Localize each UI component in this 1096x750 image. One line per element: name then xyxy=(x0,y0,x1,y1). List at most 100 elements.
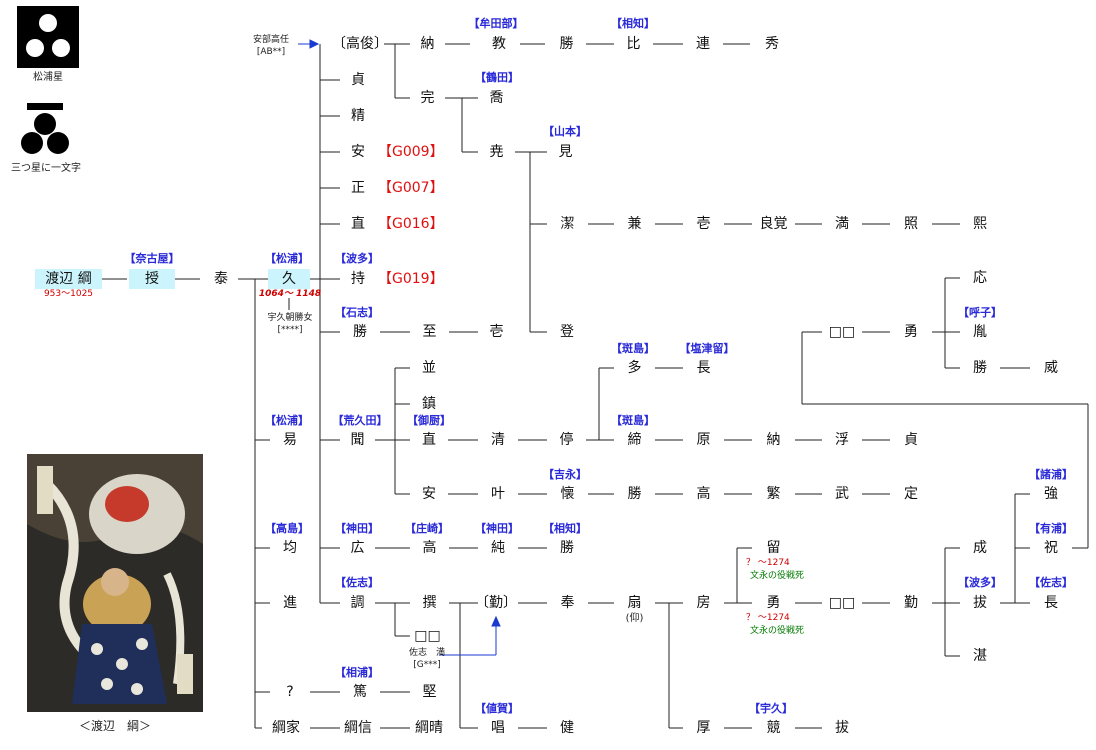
node-shige: 繁 xyxy=(766,486,781,502)
wife-name: 宇久朝勝女 xyxy=(267,313,313,323)
clan-hata2: 【波多】 xyxy=(958,576,1002,589)
node-taka2: 高 xyxy=(422,540,437,556)
clan-aichi2: 【相知】 xyxy=(543,522,587,535)
gcode-g009: 【G009】 xyxy=(378,144,444,160)
gcode-g016: 【G016】 xyxy=(378,216,444,232)
node-sada2: 貞 xyxy=(904,432,918,448)
node-teru: 照 xyxy=(904,216,918,232)
node-kanau: 叶 xyxy=(491,486,505,502)
node-shirabe: 調 xyxy=(350,595,365,611)
clan-mutabe: 【牟田部】 xyxy=(468,17,524,30)
clan-shiotsuru: 【塩津留】 xyxy=(679,342,735,355)
node-watanabe-tsuna: 渡辺 綱 xyxy=(35,269,102,289)
node-baru2: 拔 xyxy=(835,720,849,736)
clan-araketa: 【荒久田】 xyxy=(332,414,388,427)
node-susumu: 進 xyxy=(283,595,297,611)
clan-tsuruta: 【鶴田】 xyxy=(475,71,519,84)
node-yasu1: 安 xyxy=(351,144,365,160)
clan-sashi2: 【佐志】 xyxy=(1029,576,1073,589)
node-tsutomu2: 勤 xyxy=(904,595,918,611)
clan-sashi1: 【佐志】 xyxy=(335,576,379,589)
node-sada: 貞 xyxy=(351,72,365,88)
clan-mikuri: 【御厨】 xyxy=(407,414,451,427)
clan-matsura2: 【松浦】 xyxy=(265,414,309,427)
clan-madarashima2: 【斑島】 xyxy=(611,414,655,427)
node-ogi: 扇 xyxy=(627,595,642,611)
node-fu: 浮 xyxy=(835,432,849,448)
node-sei: 精 xyxy=(351,108,365,124)
node-ren: 連 xyxy=(696,36,710,52)
clan-nagoya: 【奈古屋】 xyxy=(124,252,180,265)
node-nao: 直 xyxy=(351,216,365,232)
node-kane: 兼 xyxy=(627,216,642,232)
node-naga2: 長 xyxy=(1044,595,1058,611)
node-isamu: 勇 xyxy=(766,595,781,611)
node-nori: 教 xyxy=(492,36,506,52)
clan-matsura1: 【松浦】 xyxy=(265,252,309,265)
node-shizume: 鎮 xyxy=(422,396,436,412)
node-hiro2: 広 xyxy=(350,540,365,556)
node-jun: 純 xyxy=(491,540,505,556)
node-kiyoshi: 潔 xyxy=(560,216,575,232)
abe-code: [AB**] xyxy=(256,47,286,57)
node-sen: 撰 xyxy=(422,595,437,611)
crest2-label: 三つ星に一文字 xyxy=(11,163,81,174)
node-ichi2: 壱 xyxy=(696,216,711,232)
isamu-battle: 文永の役戦死 xyxy=(750,626,805,636)
clan-hata1: 【波多】 xyxy=(335,252,379,265)
node-masaru5: 勝 xyxy=(973,360,987,376)
node-masaru2: 勝 xyxy=(559,36,574,52)
node-takatoshi: 〔高俊〕 xyxy=(332,36,388,52)
clan-kanda2: 【神田】 xyxy=(475,522,519,535)
hisashi-dates: 1064〜 1148 xyxy=(258,289,322,299)
clan-yamamoto: 【山本】 xyxy=(543,125,587,138)
node-tsuyoshi: 強 xyxy=(1044,486,1058,502)
node-ta: 多 xyxy=(627,360,642,376)
tome-dates: ？ 〜1274 xyxy=(746,558,790,568)
node-masaru3: 勝 xyxy=(627,486,642,502)
node-hisashi: 久 xyxy=(268,269,310,289)
node-yasui: 易 xyxy=(283,432,297,448)
clan-yoshinaga: 【吉永】 xyxy=(543,468,587,481)
sashi-name: 佐志 満 xyxy=(408,648,445,658)
watanabe-tsuna-woodblock-print xyxy=(27,454,203,712)
node-nobori: 登 xyxy=(560,324,574,340)
mitsuboshi-ichimonji-crest xyxy=(17,100,73,156)
node-unknown3: □□ xyxy=(414,628,441,644)
node-unknown1: □□ xyxy=(828,595,856,611)
node-tsutomu: 〔勤〕 xyxy=(475,595,517,611)
node-nari: 成 xyxy=(973,540,987,556)
node-tadashi: 正 xyxy=(351,180,365,196)
tome-battle: 文永の役戦死 xyxy=(750,571,805,581)
clan-ishishi: 【石志】 xyxy=(335,306,379,319)
node-itaru: 至 xyxy=(422,324,437,340)
node-sadame: 定 xyxy=(904,486,918,502)
node-hide: 秀 xyxy=(765,36,779,52)
node-nami: 並 xyxy=(422,360,436,376)
gcode-g007: 【G007】 xyxy=(378,180,444,196)
node-tsunanobu: 綱信 xyxy=(344,720,372,736)
clan-madarashima1: 【斑島】 xyxy=(611,342,655,355)
node-mitsuru: 満 xyxy=(835,216,849,232)
node-ichi1: 壱 xyxy=(489,324,504,340)
node-yasushi: 泰 xyxy=(214,271,228,287)
wife-code: [****] xyxy=(277,325,303,335)
node-ryokaku: 良覚 xyxy=(759,216,788,232)
node-osamu2: 納 xyxy=(766,432,781,448)
matsura-star-crest xyxy=(17,6,79,68)
node-kisou: 競 xyxy=(766,720,781,736)
watanabe-dates: 953〜1025 xyxy=(43,289,94,299)
node-mochi: 持 xyxy=(351,271,365,287)
node-tei2: 締 xyxy=(627,432,642,448)
node-isamu2: 勇 xyxy=(904,324,918,340)
clan-aichi1: 【相知】 xyxy=(611,17,655,30)
abe-name: 安部高任 xyxy=(252,35,289,45)
node-kyo: 喬 xyxy=(489,90,504,106)
gcode-g019: 【G019】 xyxy=(378,271,444,287)
node-masaru4: 勝 xyxy=(560,540,574,556)
node-question: ? xyxy=(286,684,294,700)
node-iwai: 祝 xyxy=(1044,540,1058,556)
clan-yobuko: 【呼子】 xyxy=(958,306,1002,319)
node-hitoshi: 均 xyxy=(283,540,297,556)
node-kiyo: 清 xyxy=(491,432,505,448)
